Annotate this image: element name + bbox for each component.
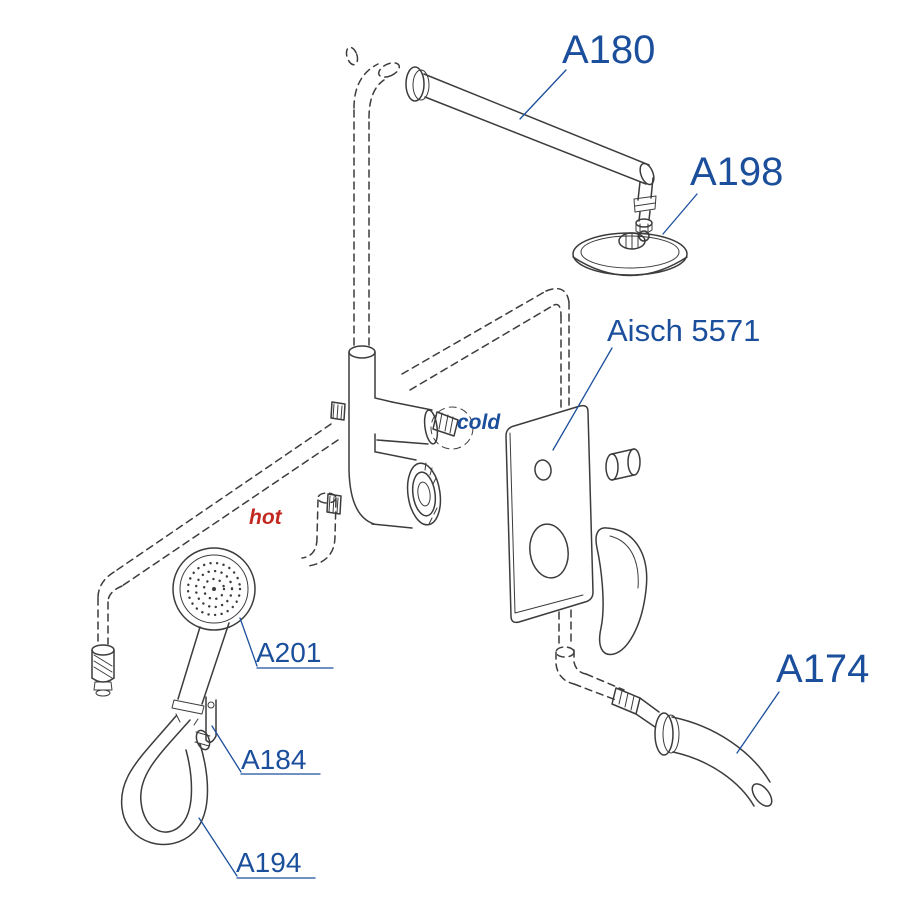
lever-handle-drawing — [595, 527, 648, 656]
label-cold-supply: cold — [457, 411, 501, 434]
bracket-drawing — [205, 696, 217, 743]
label-valve-panel: Aisch 5571 — [607, 313, 761, 348]
hose-drawing — [120, 715, 211, 846]
mixer-valve-drawing — [326, 345, 474, 529]
hand-shower-drawing — [171, 547, 256, 726]
label-hot-supply: hot — [249, 506, 282, 529]
label-spout: A174 — [776, 647, 870, 691]
riser-pipe-dashed — [345, 46, 401, 346]
label-hand-shower: A201 — [256, 637, 322, 668]
leader-lines — [198, 69, 780, 879]
diverter-knob-drawing — [605, 448, 641, 481]
spout-drawing — [654, 712, 773, 807]
wall-pipe-left-dashed — [97, 423, 339, 647]
hot-supply-dashed — [301, 492, 337, 567]
label-shower-arm: A180 — [562, 28, 656, 72]
valve-panel-drawing — [505, 404, 594, 624]
wall-outlet-fitting — [91, 644, 115, 697]
wall-pipe-right-dashed — [401, 287, 660, 728]
shower-head-drawing — [572, 210, 688, 277]
label-shower-head: A198 — [690, 150, 784, 194]
label-bracket: A184 — [241, 744, 307, 775]
label-hose: A194 — [236, 847, 302, 878]
shower-arm-drawing — [405, 66, 657, 213]
